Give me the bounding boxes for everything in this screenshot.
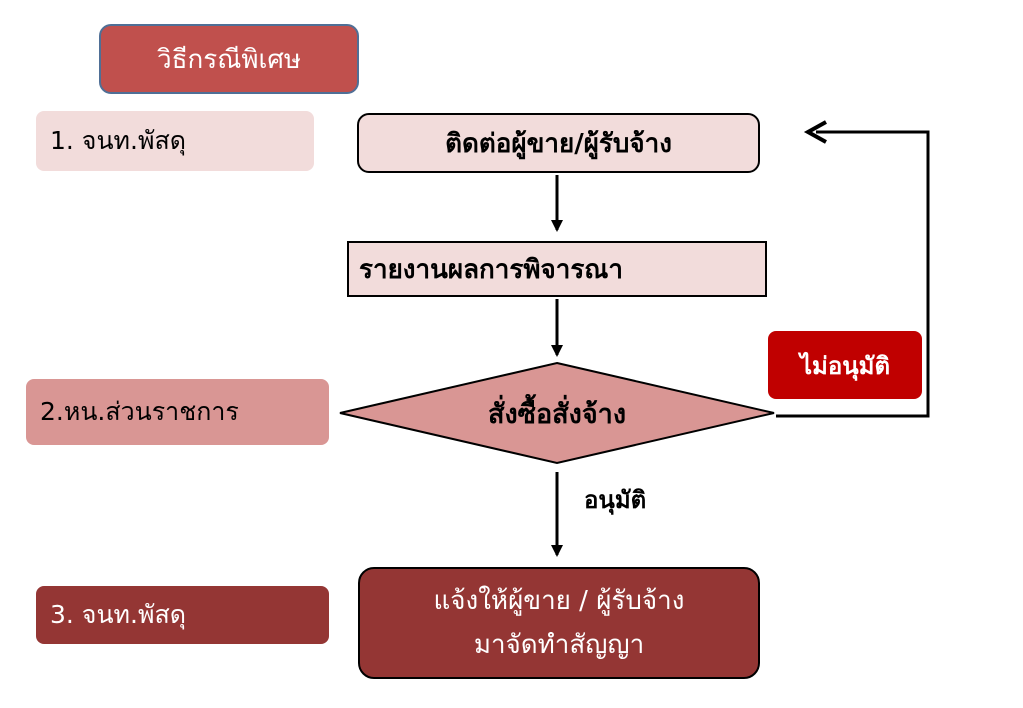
decision-label: สั่งซื้อสั่งจ้าง [487, 398, 627, 430]
role-label-1: 1. จนท.พัสดุ [36, 111, 314, 171]
role-label-2: 2.หน.ส่วนราชการ [26, 379, 329, 445]
approved-label: อนุมัติ [584, 486, 647, 514]
role-label-3: 3. จนท.พัสดุ [36, 586, 329, 644]
decision-diamond [339, 361, 775, 465]
arrow-reject-loop-head [803, 120, 827, 144]
step-contact-seller: ติดต่อผู้ขาย/ผู้รับจ้าง [357, 113, 760, 173]
final-step-line-1: แจ้งให้ผู้ขาย / ผู้รับจ้าง [433, 586, 685, 616]
diagram-title: วิธีกรณีพิเศษ [99, 24, 359, 94]
step-report: รายงานผลการพิจารณา [347, 241, 767, 297]
final-step-line-2: มาจัดทำสัญญา [473, 630, 645, 660]
arrow-reject-loop [776, 130, 930, 418]
rejected-label: ไม่อนุมัติ [768, 331, 922, 399]
step-notify-contract: แจ้งให้ผู้ขาย / ผู้รับจ้าง มาจัดทำสัญญา [358, 567, 760, 679]
